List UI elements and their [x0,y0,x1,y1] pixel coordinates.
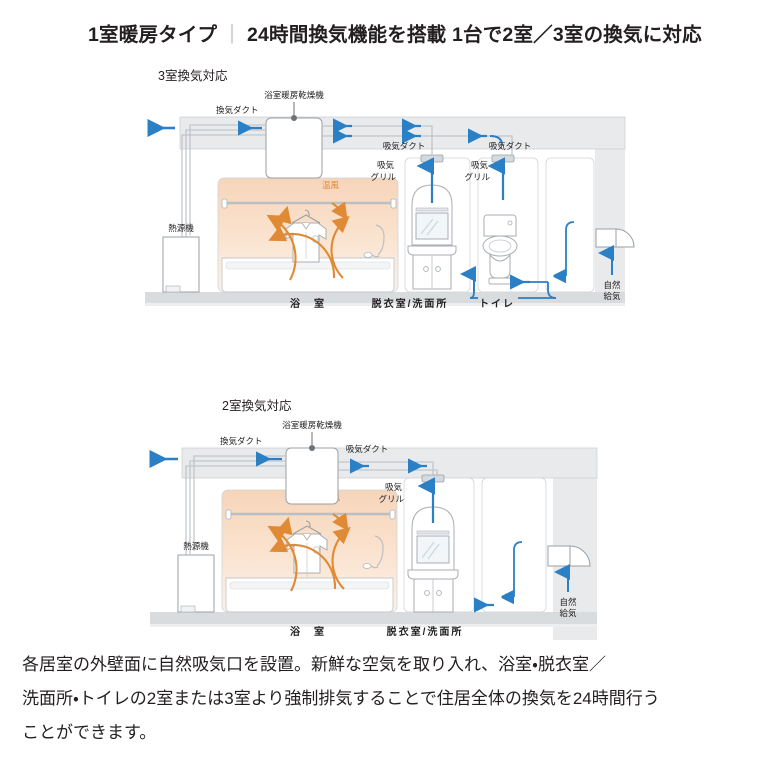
rail-bracket-left-2 [225,509,232,520]
vanity-basin-2 [407,569,459,580]
heat-source-label-bottom: 熱源機 [183,541,209,551]
intake-duct-group-2 [338,458,438,475]
unit-label-two-room: 浴室暖房乾燥機 [282,420,342,430]
room-label-bath-top: 浴 室 [290,297,326,310]
vanity-mirror-2 [416,535,450,564]
page-title-main: 1室暖房タイプ [88,24,218,46]
floor-slab-shadow [145,303,625,306]
heat-source-label-top: 熱源機 [168,223,194,233]
floor-slab-shadow-2 [150,624,597,627]
bathtub-rim-2 [229,581,390,590]
dressing-supply-elbow [469,291,475,299]
exhaust-duct-group [147,118,266,241]
page-title: 1室暖房タイプ｜24時間換気機能を搭載 1台で2室／3室の換気に対応 [88,18,702,47]
floor-slab-2 [150,612,597,624]
section-label-two-room: 2室換気対応 [222,398,292,413]
heat-source-base-2 [180,605,196,613]
intake-duct-group [322,118,513,155]
intake-grille-1 [420,154,444,163]
warm-air-circulation [266,201,350,281]
living-flow-elbow-2 [513,541,523,551]
intake-grille-label-2-line1: 吸気 [471,160,489,170]
natural-supply-label-line1: 自然 [603,280,621,290]
exhaust-duct-label-bottom: 換気ダクト [220,436,263,446]
diagram-three-room: 3室換気対応 [0,60,765,320]
intake-grille-label-1-line1: 吸気 [377,160,395,170]
page-title-separator: ｜ [222,24,242,46]
shower-fixture-2 [362,535,384,569]
bathtub-rim [225,261,391,270]
exhaust-duct-label-top: 換気ダクト [216,105,259,115]
shower-fixture [363,224,385,258]
toilet-fixture [482,214,518,285]
rail-bracket-right [390,198,397,209]
heat-source-base [165,285,181,293]
intake-grille-2 [491,154,515,163]
ceiling-duct-band-2 [182,448,597,478]
intake-duct-label-1: 吸気ダクト [383,141,426,151]
diagram-two-room: 2室換気対応 [0,390,765,650]
unit-leader-dot [291,115,297,121]
living-room-2 [481,477,547,613]
intake-grille-label-3-line1: 吸気 [385,482,403,492]
natural-supply-label-2-line1: 自然 [559,597,577,607]
intake-duct-label-2: 吸気ダクト [489,141,532,151]
room-label-dressing-top: 脱衣室/洗面所 [372,297,449,310]
page-title-sub: 24時間換気機能を搭載 1台で2室／3室の換気に対応 [246,24,702,46]
caption-line-2: 洗面所・トイレの2室または3室より強制排気することで住居全体の換気を24時間行う [22,689,660,708]
vanity-cabinet-2 [413,578,454,613]
rail-bracket-right-2 [389,509,396,520]
vanity-mirror [415,212,449,240]
room-label-dressing-bottom: 脱衣室/洗面所 [387,625,464,638]
natural-supply-vent [595,228,635,248]
toilet-supply-elbow2 [547,282,557,299]
living-room [545,157,595,293]
caption-block: 各居室の外壁面に自然吸気口を設置。新鮮な空気を取り入れ、浴室・脱衣室／ 洗面所・… [22,648,752,750]
intake-grille-label-2-line2: グリル [464,172,490,182]
section-label-three-room: 3室換気対応 [158,68,228,83]
intake-grille-3 [421,474,445,483]
room-label-bath-bottom: 浴 室 [290,625,326,638]
floor-slab [145,292,625,303]
right-exterior-wall-2 [553,448,597,640]
warm-air-circulation-2 [267,512,351,592]
two-room-svg: 2室換気対応 [149,398,598,640]
intake-grille-label-3-line2: グリル [378,494,404,504]
intake-grille-label-1-line2: グリル [370,172,396,182]
warm-air-label-top: 温風 [322,180,340,190]
toilet-tank [483,214,517,237]
three-room-svg: 3室換気対応 [145,68,635,310]
unit-leader-dot-2 [309,445,315,451]
vanity-unit-2 [407,506,459,613]
rail-bracket-left [221,198,228,209]
unit-label-three-room: 浴室暖房乾燥機 [264,90,324,100]
bath-dryer-unit [265,117,323,179]
ceiling-band-outline-2 [181,447,598,479]
right-exterior-wall [595,117,625,302]
natural-supply-label-line2: 給気 [603,291,621,301]
exhaust-duct-group-2 [149,449,286,557]
room-label-toilet-top: トイレ [479,298,515,310]
vanity-unit [407,184,457,290]
caption-line-1: 各居室の外壁面に自然吸気口を設置。新鮮な空気を取り入れ、浴室・脱衣室／ [22,655,606,674]
living-flow-elbow [565,221,575,231]
bath-dryer-unit-2 [285,447,339,505]
heat-source-unit-2 [177,554,215,613]
intake-elbow [489,135,503,146]
heat-source-unit [162,236,200,293]
vanity-basin [407,245,457,256]
intake-duct-label-3: 吸気ダクト [346,444,389,454]
natural-supply-label-2-line2: 給気 [559,608,577,618]
toilet-base [489,253,511,279]
ceiling-band-outline [179,116,626,150]
caption-line-3: ことができます。 [22,723,157,742]
